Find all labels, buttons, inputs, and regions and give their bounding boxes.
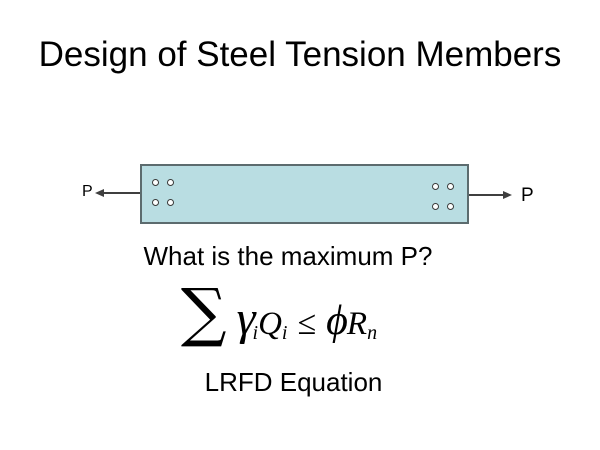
bolt-hole bbox=[447, 183, 454, 190]
summation-symbol: ∑ bbox=[180, 276, 227, 350]
bolt-hole bbox=[152, 199, 159, 206]
bolt-hole bbox=[167, 179, 174, 186]
left-load-label: P bbox=[82, 183, 93, 200]
subscript-n: n bbox=[367, 322, 378, 344]
right-arrow-icon bbox=[503, 191, 512, 199]
subscript-i: i bbox=[252, 322, 259, 344]
question-text: What is the maximum P? bbox=[143, 241, 433, 271]
bolt-hole bbox=[447, 203, 454, 210]
right-load-label: P bbox=[521, 185, 534, 206]
equation-caption: LRFD Equation bbox=[204, 367, 383, 397]
left-arrow-icon bbox=[95, 189, 104, 197]
bolt-hole bbox=[167, 199, 174, 206]
gamma-symbol: γ bbox=[236, 292, 256, 345]
load-effect-Q: Q bbox=[258, 306, 282, 342]
slide-title: Design of Steel Tension Members bbox=[38, 35, 562, 74]
lrfd-equation: ∑ γ i Q i ≤ ϕ R n bbox=[0, 281, 558, 345]
subscript-i: i bbox=[281, 322, 288, 344]
less-equal-symbol: ≤ bbox=[297, 305, 317, 342]
left-load-arrow bbox=[102, 192, 140, 194]
bolt-hole bbox=[432, 203, 439, 210]
bolt-hole bbox=[152, 179, 159, 186]
resistance-R: R bbox=[346, 306, 368, 342]
steel-member-rect bbox=[140, 164, 469, 224]
phi-symbol: ϕ bbox=[326, 298, 348, 344]
right-load-arrow bbox=[469, 194, 505, 196]
bolt-hole bbox=[432, 183, 439, 190]
